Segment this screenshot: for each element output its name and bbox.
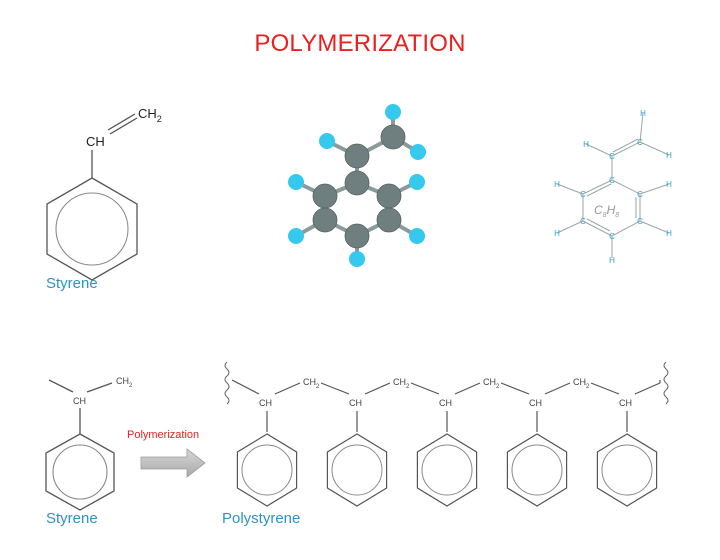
hydrogen-atom-label: H <box>640 109 646 118</box>
benzene-ring <box>46 177 138 281</box>
page-title: POLYMERIZATION <box>254 30 466 57</box>
hydrogen-atom-label: H <box>666 180 672 189</box>
bond-line <box>320 382 350 395</box>
bond-line <box>590 382 620 395</box>
benzene-ring <box>236 433 298 507</box>
ch-label: CH <box>349 398 362 408</box>
ch-label: CH <box>439 398 452 408</box>
bond-line <box>231 379 260 395</box>
ch2-label: CH2 <box>138 106 162 124</box>
ch-label: CH <box>259 398 272 408</box>
bond-line <box>364 382 391 395</box>
ch-label: CH <box>86 134 105 149</box>
carbon-atom-label: C <box>609 152 615 161</box>
carbon-atom-label: C <box>637 138 643 147</box>
hydrogen-atom-label: H <box>609 256 615 265</box>
ch2-text: CH <box>138 106 157 121</box>
ch2-label: CH2 <box>483 377 500 390</box>
ch2-label: CH2 <box>573 377 590 390</box>
ch-label: CH <box>619 398 632 408</box>
ch-label: CH <box>529 398 542 408</box>
styrene-caption: Styrene <box>46 510 98 527</box>
chain-break-right-icon <box>663 361 669 405</box>
double-bond-line <box>107 113 136 131</box>
hydrogen-atom-label: H <box>554 180 560 189</box>
ch2-label: CH2 <box>116 376 133 389</box>
chain-break-left-icon <box>224 361 230 405</box>
formula-c: C <box>594 203 603 217</box>
bond-line <box>274 382 301 395</box>
carbon-atom-label: C <box>637 217 643 226</box>
formula-h: H <box>607 203 616 217</box>
carbon-atom-label: C <box>580 217 586 226</box>
hydrogen-atom-label: H <box>583 140 589 149</box>
hydrogen-atom-label: H <box>666 229 672 238</box>
styrene-monomer: CH CH2 Styrene <box>45 376 133 527</box>
styrene-structure-top: CH CH2 Styrene <box>46 106 162 292</box>
carbon-atom-label: C <box>609 176 615 185</box>
carbon-atom-label: C <box>580 190 586 199</box>
hydrogen-atom-label: H <box>666 151 672 160</box>
bond-line <box>410 382 440 395</box>
ch2-subscript: 2 <box>157 114 162 124</box>
bond-line <box>634 382 661 395</box>
carbon-atom-label: C <box>609 232 615 241</box>
aromatic-circle <box>511 444 563 496</box>
ch2-subscript: 2 <box>129 383 133 389</box>
aromatic-circle <box>601 444 653 496</box>
ch2-text: CH <box>116 376 129 386</box>
bond-line <box>544 382 571 395</box>
styrene-3d-model-icon <box>288 104 426 267</box>
aromatic-circle <box>55 192 129 266</box>
benzene-ring <box>326 433 388 507</box>
formula-h-subscript: 8 <box>615 212 619 219</box>
carbon-atom-label: C <box>637 190 643 199</box>
molecular-formula: C8H8 <box>594 203 619 219</box>
benzene-ring <box>596 433 658 507</box>
aromatic-circle <box>421 444 473 496</box>
ch-label: CH <box>73 396 86 406</box>
polystyrene-caption: Polystyrene <box>222 510 300 527</box>
polymerization-label: Polymerization <box>127 429 199 441</box>
styrene-caption: Styrene <box>46 275 98 292</box>
aromatic-circle <box>241 444 293 496</box>
aromatic-circle <box>52 444 108 500</box>
formula-c-subscript: 8 <box>603 212 607 219</box>
bond-line <box>86 382 113 393</box>
bond-line <box>48 379 74 393</box>
benzene-ring <box>45 433 115 511</box>
hydrogen-atom-label: H <box>554 229 560 238</box>
reaction-arrow: Polymerization <box>127 429 206 478</box>
double-bond-line <box>109 117 138 135</box>
arrow-right-icon <box>140 448 206 478</box>
ch2-label: CH2 <box>393 377 410 390</box>
benzene-ring <box>416 433 478 507</box>
benzene-ring <box>506 433 568 507</box>
ch2-label: CH2 <box>303 377 320 390</box>
bond-line <box>500 382 530 395</box>
aromatic-circle <box>331 444 383 496</box>
bond-line <box>454 382 481 395</box>
